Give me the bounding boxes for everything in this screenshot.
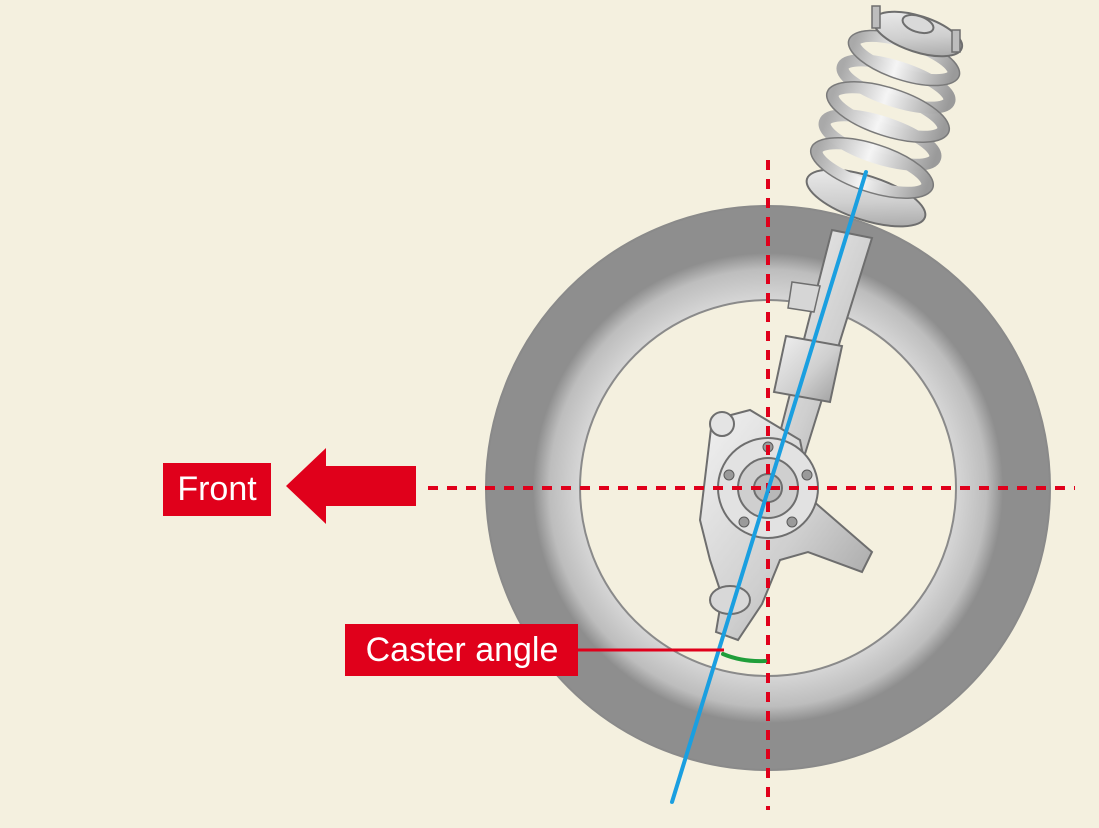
front-label-text: Front <box>177 470 257 508</box>
caster-angle-label: Caster angle <box>345 624 578 676</box>
arrow-left-icon <box>286 448 416 524</box>
steering-axis-line <box>670 170 868 804</box>
strut-assembly <box>770 5 964 472</box>
coil-spring <box>810 29 960 199</box>
front-label: Front <box>163 463 271 516</box>
caster-angle-arc <box>721 652 767 664</box>
caster-angle-label-text: Caster angle <box>366 631 559 669</box>
